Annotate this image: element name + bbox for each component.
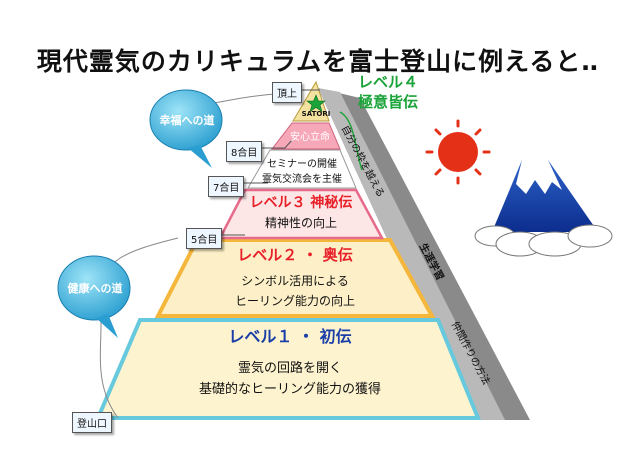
page-title: 現代霊気のカリキュラムを富士登山に例えると‥ bbox=[36, 47, 600, 76]
level4-subtitle: 極意皆伝 bbox=[358, 93, 419, 111]
level2-desc-line2: ヒーリング能力の向上 bbox=[234, 294, 355, 308]
station-eighth: 8合目 bbox=[226, 141, 263, 162]
summit-label: SATORI bbox=[301, 110, 331, 118]
level1-desc-line2: 基礎的なヒーリング能力の獲得 bbox=[198, 382, 381, 397]
station-fifth: 5合目 bbox=[186, 228, 223, 249]
level2-title: レベル２ ・ 奥伝 bbox=[237, 246, 353, 264]
level3-desc: 精神性の向上 bbox=[264, 216, 337, 230]
seminar-line1: セミナーの開催 bbox=[267, 159, 337, 170]
speech-bubble-icon bbox=[57, 89, 223, 338]
level2-tier bbox=[154, 238, 436, 318]
level2-desc-line1: シンボル活用による bbox=[241, 274, 349, 288]
level1-title: レベル１ ・ 初伝 bbox=[228, 327, 352, 346]
seminar-line2: 霊気交流会を主催 bbox=[262, 174, 342, 185]
anshin-tier bbox=[270, 122, 341, 150]
level4-title: レベル４ bbox=[358, 73, 419, 91]
level1-desc-line1: 霊気の回路を開く bbox=[237, 361, 342, 376]
bubble-health: 健康への道 bbox=[67, 282, 123, 295]
sun-icon bbox=[425, 119, 491, 185]
level3-tier bbox=[217, 188, 385, 240]
anshin-label: 安心立命 bbox=[290, 132, 330, 143]
star-icon bbox=[306, 94, 326, 113]
station-summit: 頂上 bbox=[272, 82, 302, 103]
bubble-happiness: 幸福への道 bbox=[159, 114, 215, 127]
mount-fuji-icon bbox=[474, 160, 613, 257]
seminar-tier bbox=[247, 149, 357, 189]
level1-tier bbox=[94, 318, 481, 420]
station-trailhead: 登山口 bbox=[72, 412, 112, 433]
level3-title: レベル３ 神秘伝 bbox=[249, 195, 353, 211]
station-seventh: 7合目 bbox=[208, 176, 245, 197]
